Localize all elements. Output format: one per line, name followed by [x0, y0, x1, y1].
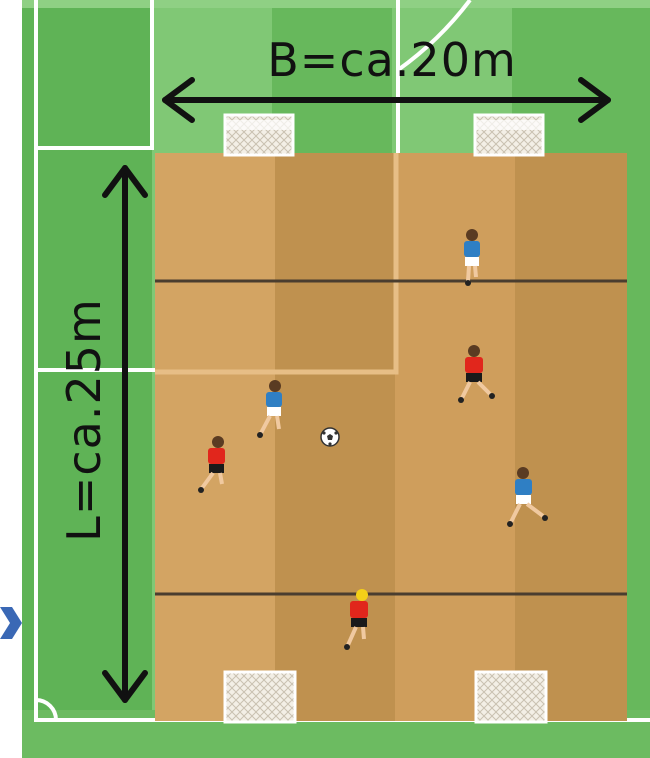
goal-bottom-right — [476, 672, 546, 722]
goal-bottom-left — [225, 672, 295, 722]
soccer-ball-icon — [321, 428, 339, 446]
length-label: L=ca.25m — [57, 298, 111, 542]
goal-top-left — [225, 115, 293, 155]
playing-area — [155, 153, 627, 721]
goal-top-right — [475, 115, 543, 155]
chevron-right-icon[interactable] — [0, 607, 22, 639]
width-label: B=ca.20m — [267, 33, 517, 87]
